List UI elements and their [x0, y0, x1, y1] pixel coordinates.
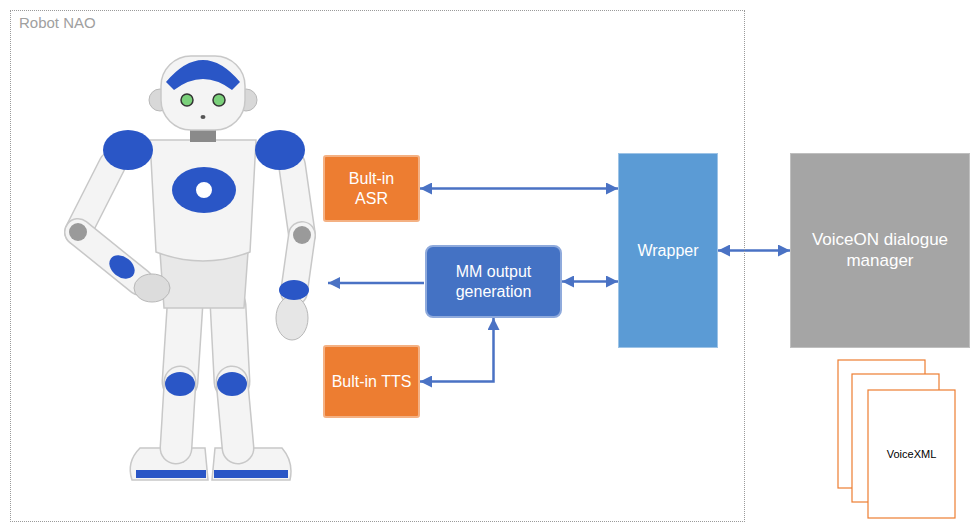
- robot-head: [161, 56, 245, 130]
- document-stack: VoiceXML: [835, 357, 958, 519]
- wrapper-box: Wrapper: [618, 153, 718, 348]
- robot-wrist: [105, 251, 139, 284]
- tts-box: Bult-in TTS: [323, 345, 420, 418]
- robot-sole: [136, 470, 206, 478]
- robot-torso: [150, 140, 256, 261]
- node-label: Bult-in TTS: [332, 372, 412, 391]
- robot-hand: [134, 274, 170, 302]
- robot-hand: [276, 296, 308, 340]
- robot-elbow: [293, 226, 311, 244]
- robot-shoulder: [103, 130, 153, 170]
- robot-knee: [165, 372, 195, 396]
- node-label: Wrapper: [637, 241, 698, 260]
- document-page: [868, 390, 955, 518]
- document-outline: [835, 357, 958, 519]
- robot-eye: [213, 94, 225, 106]
- output-box: MM output generation: [425, 245, 562, 318]
- robot-button: [195, 181, 213, 199]
- connector-arrow: [718, 249, 790, 252]
- node-label: VoiceON dialogue manager: [801, 230, 959, 271]
- node-label: MM output generation: [433, 262, 554, 300]
- robot-elbow: [69, 223, 87, 241]
- asr-box: Bult-in ASR: [323, 155, 420, 222]
- nao-robot: [69, 56, 311, 480]
- connector-arrow: [420, 187, 618, 190]
- robot-wrist: [279, 280, 309, 300]
- node-label: Robot NAO: [19, 14, 96, 31]
- robot-region: Bult-in ASR MM output generationBult-in T…: [10, 10, 745, 522]
- robot-shoulder: [255, 130, 305, 170]
- connector-arrow: [420, 318, 494, 382]
- output-arrow: [328, 282, 424, 285]
- robot-head-cap: [166, 60, 240, 90]
- node-label: VoiceXML: [868, 390, 955, 518]
- robot-sole: [214, 470, 288, 478]
- connector-arrow: [562, 280, 618, 283]
- robot-chest: [172, 167, 236, 213]
- robot-knee: [217, 372, 247, 396]
- manager-box: VoiceON dialogue manager: [790, 153, 970, 348]
- robot-eye: [181, 94, 193, 106]
- robot-mouth: [201, 115, 206, 119]
- node-label: Bult-in ASR: [331, 169, 412, 207]
